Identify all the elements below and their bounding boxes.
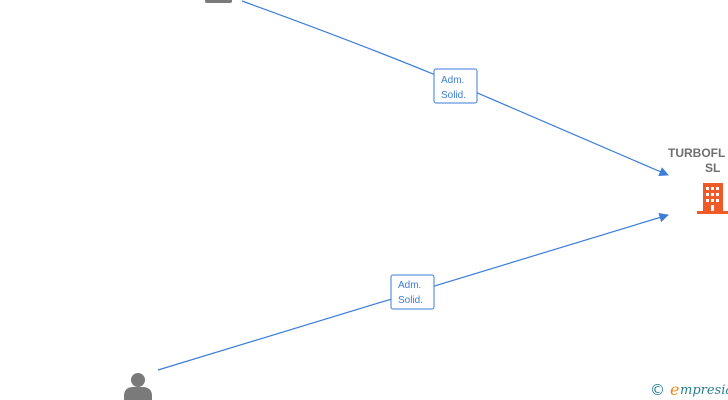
person-node-top[interactable] — [205, 0, 232, 3]
building-icon — [697, 183, 728, 214]
brand-watermark: © e mpresia — [650, 380, 728, 399]
brand-logo-initial: e — [670, 380, 679, 399]
edge-label-line2: Solid. — [441, 90, 466, 101]
company-node[interactable]: TURBOFL SL — [668, 146, 728, 214]
edge-label-box — [390, 274, 435, 310]
edge-bottom-person-to-company: Adm. Solid. — [157, 212, 669, 371]
edge-label-line2: Solid. — [398, 295, 423, 306]
person-icon — [124, 373, 152, 400]
brand-logo-text: mpresia — [680, 383, 728, 398]
edge-label[interactable]: Adm. Solid. — [390, 274, 435, 310]
edge-line — [241, 0, 669, 176]
edge-label-box — [433, 68, 478, 104]
edge-label-line1: Adm. — [441, 75, 464, 86]
company-name-line2: SL — [705, 161, 720, 175]
edge-label-line1: Adm. — [398, 280, 421, 291]
edge-top-person-to-company: Adm. Solid. — [241, 0, 669, 176]
person-node-bottom[interactable] — [124, 373, 152, 400]
copyright-symbol: © — [650, 381, 665, 399]
edge-label[interactable]: Adm. Solid. — [433, 68, 478, 104]
person-icon — [205, 0, 232, 3]
company-name-line1: TURBOFL — [668, 146, 725, 160]
